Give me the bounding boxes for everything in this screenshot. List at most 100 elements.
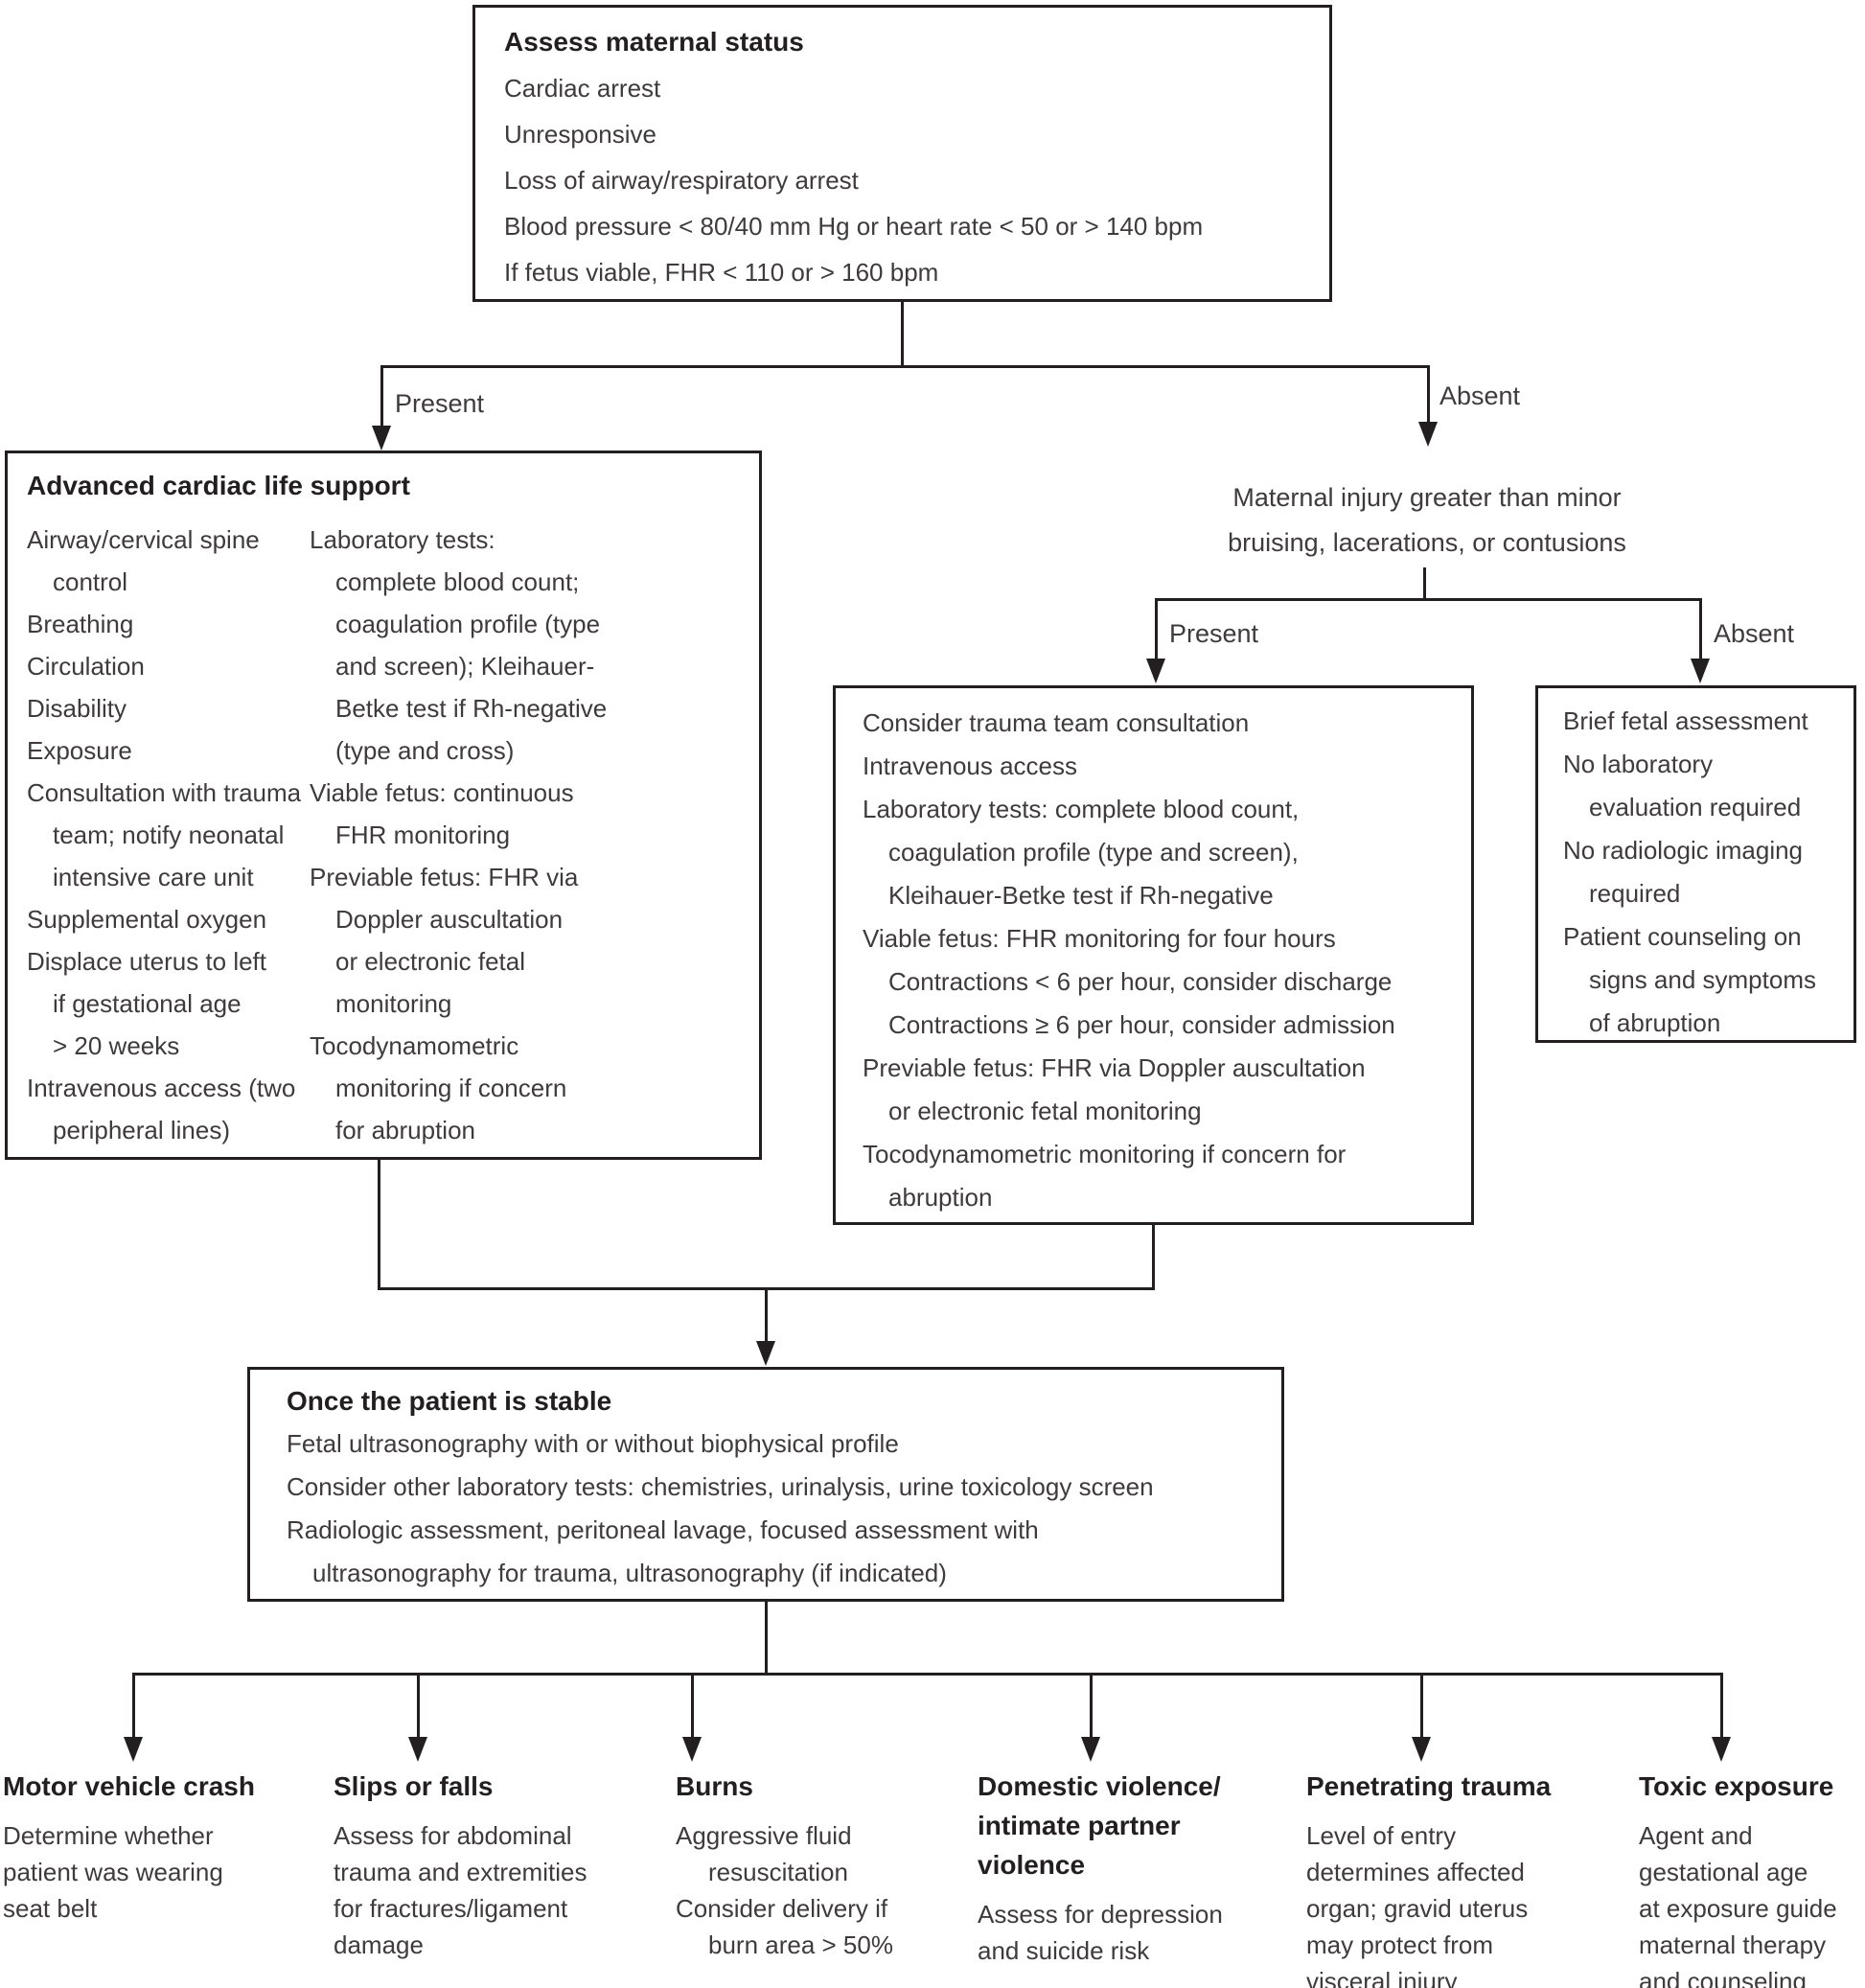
acls-item: (type and cross) (335, 736, 515, 765)
connector-line (901, 302, 904, 367)
trauma-item: abruption (888, 1183, 993, 1212)
connector-line (380, 365, 383, 428)
acls-item: Betke test if Rh-negative (335, 694, 608, 723)
bottom-column-penetrating-trauma: Penetrating trauma Level of entry determ… (1306, 1767, 1627, 1988)
column-line: Assess for depression (978, 1900, 1223, 1929)
column-line: Assess for abdominal (334, 1821, 572, 1850)
connector-line (132, 1673, 135, 1740)
arrow-down-icon (408, 1737, 427, 1762)
acls-item: Breathing (27, 610, 134, 638)
trauma-item: Contractions < 6 per hour, consider disc… (888, 967, 1393, 996)
acls-item: Doppler auscultation (335, 905, 564, 934)
acls-title: Advanced cardiac life support (27, 471, 410, 500)
acls-item: Previable fetus: FHR via (310, 863, 579, 891)
trauma-item: Kleihauer-Betke test if Rh-negative (888, 881, 1274, 910)
arrow-down-icon (372, 426, 391, 451)
column-title: intimate partner (978, 1811, 1181, 1840)
stable-item: ultrasonography for trauma, ultrasonogra… (312, 1559, 947, 1587)
column-line: organ; gravid uterus (1306, 1894, 1529, 1923)
column-line: seat belt (3, 1894, 98, 1923)
assess-maternal-status-title: Assess maternal status (504, 27, 804, 57)
connector-line (1423, 567, 1426, 600)
column-line: resuscitation (708, 1858, 848, 1886)
acls-item: Tocodynamometric (310, 1031, 519, 1060)
trauma-item: or electronic fetal monitoring (888, 1097, 1202, 1125)
connector-line (765, 1287, 768, 1343)
acls-item: Supplemental oxygen (27, 905, 267, 934)
acls-item: complete blood count; (335, 567, 580, 596)
bottom-column-burns: Burns Aggressive fluid resuscitation Con… (676, 1767, 997, 1963)
brief-item: signs and symptoms (1589, 965, 1816, 994)
acls-item: Airway/cervical spine (27, 525, 260, 554)
arrow-down-icon (756, 1341, 775, 1366)
column-title: Motor vehicle crash (3, 1771, 255, 1801)
acls-item: > 20 weeks (53, 1031, 180, 1060)
arrow-down-icon (1081, 1737, 1100, 1762)
column-line: Consider delivery if (676, 1894, 888, 1923)
assess-maternal-status-box: Assess maternal status Cardiac arrest Un… (472, 5, 1332, 302)
trauma-item: Previable fetus: FHR via Doppler auscult… (863, 1053, 1366, 1082)
trauma-item: Laboratory tests: complete blood count, (863, 795, 1300, 823)
bottom-column-toxic-exposure: Toxic exposure Agent and gestational age… (1639, 1767, 1864, 1988)
bottom-column-motor-vehicle-crash: Motor vehicle crash Determine whether pa… (3, 1767, 324, 1927)
bottom-column-slips-or-falls: Slips or falls Assess for abdominal trau… (334, 1767, 664, 1963)
column-line: Level of entry (1306, 1821, 1457, 1850)
connector-line (1152, 1225, 1155, 1290)
column-title: Domestic violence/ (978, 1771, 1221, 1801)
arrow-down-icon (1418, 422, 1438, 447)
branch-label-absent-1: Absent (1439, 381, 1521, 410)
connector-line (691, 1673, 694, 1740)
brief-fetal-assessment-box: Brief fetal assessment No laboratory eva… (1535, 685, 1856, 1043)
trauma-item: Consider trauma team consultation (863, 708, 1250, 737)
bottom-column-domestic-violence: Domestic violence/ intimate partner viol… (978, 1767, 1303, 1969)
connector-line (1420, 1673, 1423, 1740)
assess-item: If fetus viable, FHR < 110 or > 160 bpm (504, 258, 939, 287)
connector-line (380, 365, 1430, 368)
column-line: Agent and (1639, 1821, 1753, 1850)
acls-item: Consultation with trauma (27, 778, 302, 807)
acls-item: or electronic fetal (335, 947, 525, 976)
column-line: burn area > 50% (708, 1930, 893, 1959)
arrow-down-icon (1691, 659, 1710, 683)
acls-item: Laboratory tests: (310, 525, 495, 554)
acls-column-1: Airway/cervical spine control Breathing … (27, 519, 301, 1151)
column-line: at exposure guide (1639, 1894, 1837, 1923)
column-line: and suicide risk (978, 1936, 1150, 1965)
stable-item: Consider other laboratory tests: chemist… (287, 1472, 1154, 1501)
assess-item: Unresponsive (504, 120, 656, 149)
connector-line (1090, 1673, 1093, 1740)
acls-item: Disability (27, 694, 127, 723)
acls-item: Displace uterus to left (27, 947, 267, 976)
trauma-team-consultation-box: Consider trauma team consultation Intrav… (833, 685, 1474, 1225)
brief-item: No laboratory (1563, 750, 1714, 778)
maternal-injury-line: Maternal injury greater than minor (1232, 483, 1622, 512)
arrow-down-icon (682, 1737, 702, 1762)
connector-line (378, 1160, 380, 1290)
trauma-item: coagulation profile (type and screen), (888, 838, 1299, 867)
column-line: Aggressive fluid (676, 1821, 852, 1850)
column-line: gestational age (1639, 1858, 1808, 1886)
acls-item: if gestational age (53, 989, 242, 1018)
connector-line (1720, 1673, 1723, 1740)
column-line: patient was wearing (3, 1858, 223, 1886)
acls-item: Exposure (27, 736, 132, 765)
acls-item: monitoring (335, 989, 452, 1018)
column-title: Burns (676, 1771, 753, 1801)
connector-line (1155, 598, 1702, 601)
acls-item: team; notify neonatal (53, 821, 285, 849)
brief-item: No radiologic imaging (1563, 836, 1804, 865)
maternal-injury-text: Maternal injury greater than minor bruis… (1204, 475, 1650, 566)
maternal-injury-line: bruising, lacerations, or contusions (1228, 528, 1626, 557)
brief-item: required (1589, 879, 1681, 908)
assess-item: Loss of airway/respiratory arrest (504, 166, 859, 195)
trauma-item: Intravenous access (863, 751, 1078, 780)
column-line: damage (334, 1930, 424, 1959)
arrow-down-icon (124, 1737, 143, 1762)
column-title: violence (978, 1850, 1086, 1880)
acls-item: control (53, 567, 128, 596)
column-line: for fractures/ligament (334, 1894, 568, 1923)
column-line: Determine whether (3, 1821, 214, 1850)
branch-label-absent-2: Absent (1714, 619, 1795, 648)
acls-item: intensive care unit (53, 863, 254, 891)
